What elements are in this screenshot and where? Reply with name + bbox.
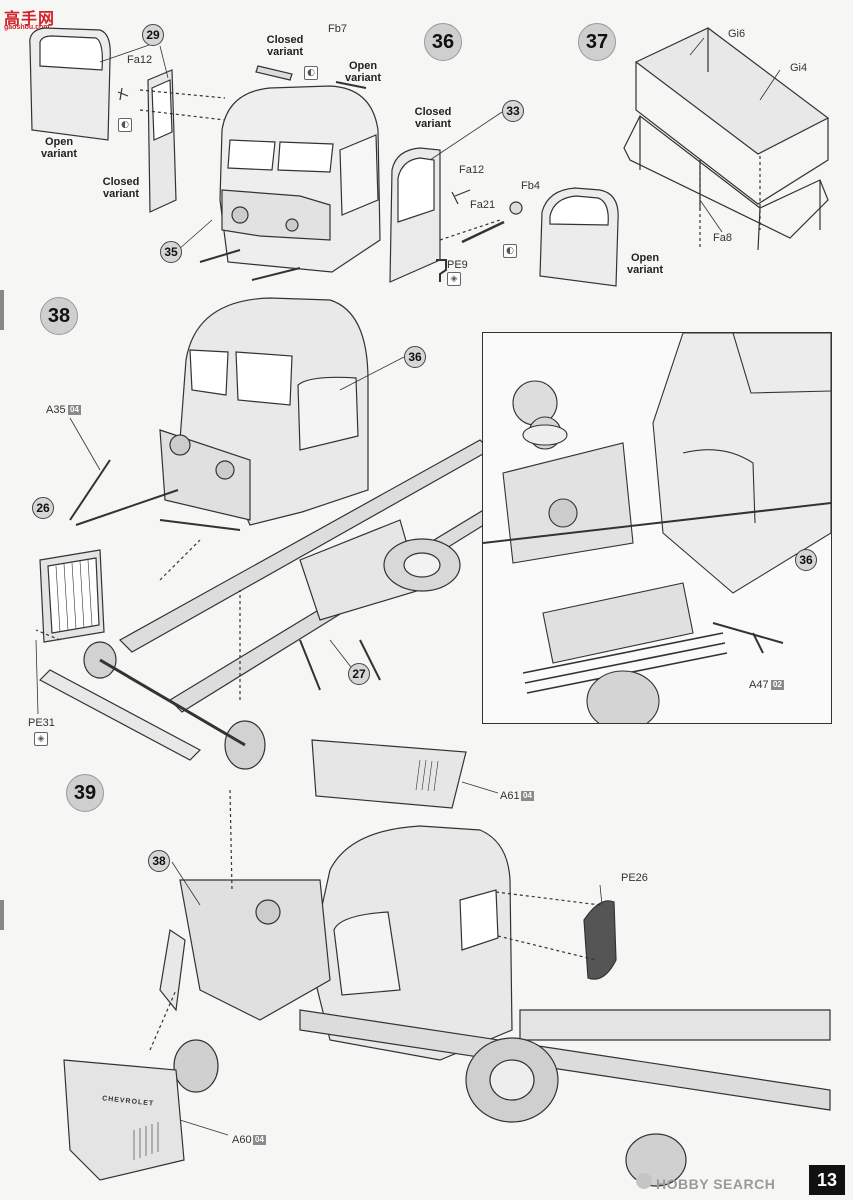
ref-33: 33	[502, 100, 524, 122]
label-a35: A35	[46, 404, 66, 416]
ref-38: 38	[148, 850, 170, 872]
label-fa12-right: Fa12	[459, 164, 485, 176]
variant-icon: ◐	[118, 118, 132, 132]
label-a61: A61	[500, 790, 520, 802]
label-fa12-left: Fa12	[127, 54, 153, 66]
label-closed-variant-roof: Closed variant	[266, 34, 304, 58]
step-37: 37	[578, 23, 616, 61]
step-39: 39	[66, 774, 104, 812]
photo-etch-icon: ◈	[34, 732, 48, 746]
photo-etch-icon: ◈	[447, 272, 461, 286]
sprue-code-a61: 04	[521, 791, 534, 801]
step-36: 36	[424, 23, 462, 61]
label-pe31: PE31	[28, 717, 55, 729]
step-38: 38	[40, 297, 78, 335]
label-gi6: Gi6	[728, 28, 746, 40]
sprue-code-a60: 04	[253, 1135, 266, 1145]
label-closed-variant-right: Closed variant	[414, 106, 452, 130]
label-open-variant-right: Open variant	[626, 252, 664, 276]
sprue-code-a47: 02	[771, 680, 784, 690]
grille-a60	[63, 1059, 185, 1181]
watermark-logo-icon	[636, 1173, 652, 1189]
sprue-code-a35: 04	[68, 405, 81, 415]
ref-35: 35	[160, 241, 182, 263]
label-a60: A60	[232, 1134, 252, 1146]
site-logo: 高手网	[4, 11, 56, 28]
label-fa8: Fa8	[713, 232, 732, 244]
label-pe26: PE26	[621, 872, 648, 884]
detail-inset	[482, 332, 832, 724]
label-fa21: Fa21	[470, 199, 496, 211]
label-gi4: Gi4	[790, 62, 808, 74]
binding-mark	[0, 290, 4, 330]
variant-icon: ◐	[503, 244, 517, 258]
ref-26: 26	[32, 497, 54, 519]
ref-36-main: 36	[404, 346, 426, 368]
site-logo-url: gaoshou.com	[4, 24, 50, 31]
label-closed-variant-left: Closed variant	[102, 176, 140, 200]
inset-line-art	[483, 333, 831, 723]
ref-27: 27	[348, 663, 370, 685]
label-open-variant-left: Open variant	[40, 136, 78, 160]
cab-step39	[309, 825, 513, 1061]
binding-mark	[0, 900, 4, 930]
ref-36-inset: 36	[795, 549, 817, 571]
label-open-variant-roof: Open variant	[344, 60, 382, 84]
label-fb4: Fb4	[521, 180, 540, 192]
label-a47: A47	[749, 679, 769, 691]
watermark: HOBBY SEARCH	[656, 1176, 776, 1192]
label-fb7: Fb7	[328, 23, 347, 35]
ref-29: 29	[142, 24, 164, 46]
variant-icon: ◐	[304, 66, 318, 80]
label-pe9: PE9	[447, 259, 468, 271]
page-number: 13	[809, 1165, 845, 1195]
